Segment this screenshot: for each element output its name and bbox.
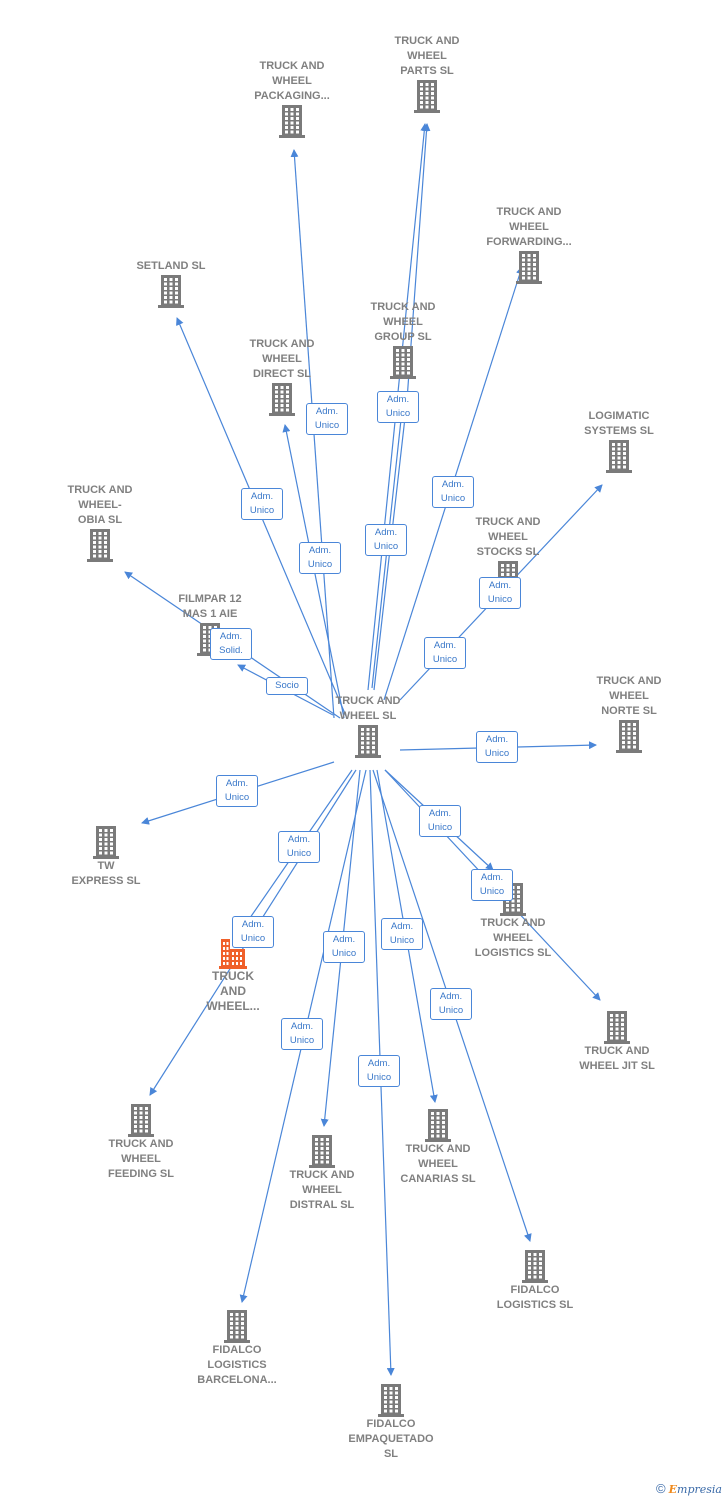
company-node-packaging[interactable]: TRUCK AND WHEEL PACKAGING...: [227, 59, 357, 138]
relation-label[interactable]: Adm. Unico: [278, 831, 320, 863]
company-node-setland[interactable]: SETLAND SL: [106, 259, 236, 308]
company-node-feeding[interactable]: TRUCK AND WHEEL FEEDING SL: [76, 1103, 206, 1182]
company-node-center[interactable]: TRUCK AND WHEEL SL: [303, 694, 433, 758]
company-label: TRUCK AND WHEEL DIRECT SL: [249, 338, 315, 380]
relation-label[interactable]: Adm. Unico: [241, 488, 283, 520]
company-label: FIDALCO EMPAQUETADO SL: [348, 1418, 434, 1460]
company-node-norte[interactable]: TRUCK AND WHEEL NORTE SL: [564, 674, 694, 753]
company-label: TRUCK AND WHEEL- OBIA SL: [67, 484, 133, 526]
relation-label[interactable]: Adm. Unico: [299, 542, 341, 574]
company-label: TRUCK AND WHEEL LOGISTICS SL: [474, 917, 552, 959]
relation-label[interactable]: Adm. Unico: [306, 403, 348, 435]
relation-label[interactable]: Adm. Solid.: [210, 628, 252, 660]
building-icon: [522, 1250, 548, 1283]
relation-label[interactable]: Adm. Unico: [358, 1055, 400, 1087]
building-icon: [355, 725, 381, 758]
relation-label[interactable]: Adm. Unico: [381, 918, 423, 950]
building-icon: [414, 80, 440, 113]
building-icon: [269, 383, 295, 416]
company-label: LOGIMATIC SYSTEMS SL: [584, 410, 654, 437]
company-node-tw-express[interactable]: TW EXPRESS SL: [41, 825, 171, 889]
building-icon: [516, 251, 542, 284]
company-label: TW EXPRESS SL: [71, 860, 141, 887]
company-label: TRUCK AND WHEEL DISTRAL SL: [289, 1169, 355, 1211]
building-icon: [309, 1135, 335, 1168]
company-node-fidalco-empaquetado[interactable]: FIDALCO EMPAQUETADO SL: [326, 1383, 456, 1462]
company-label: TRUCK AND WHEEL FORWARDING...: [486, 206, 572, 248]
company-label: FIDALCO LOGISTICS BARCELONA...: [197, 1344, 277, 1386]
relation-label[interactable]: Adm. Unico: [232, 916, 274, 948]
relation-label[interactable]: Adm. Unico: [476, 731, 518, 763]
company-label: SETLAND SL: [136, 260, 206, 272]
company-node-parts[interactable]: TRUCK AND WHEEL PARTS SL: [362, 34, 492, 113]
company-label: TRUCK AND WHEEL PARTS SL: [394, 35, 460, 77]
copyright-icon: ©: [655, 1481, 666, 1496]
company-label: TRUCK AND WHEEL NORTE SL: [596, 675, 662, 717]
company-node-direct[interactable]: TRUCK AND WHEEL DIRECT SL: [217, 337, 347, 416]
company-node-canarias[interactable]: TRUCK AND WHEEL CANARIAS SL: [373, 1108, 503, 1187]
relation-label[interactable]: Adm. Unico: [424, 637, 466, 669]
company-node-fidalco-barcelona[interactable]: FIDALCO LOGISTICS BARCELONA...: [172, 1309, 302, 1388]
company-node-logimatic[interactable]: LOGIMATIC SYSTEMS SL: [554, 409, 684, 473]
building-icon: [390, 346, 416, 379]
relation-label[interactable]: Adm. Unico: [281, 1018, 323, 1050]
company-label: TRUCK AND WHEEL SL: [335, 695, 401, 722]
building-icon: [158, 275, 184, 308]
company-label: TRUCK AND WHEEL...: [206, 969, 260, 1013]
building-icon: [425, 1109, 451, 1142]
building-icon: [378, 1384, 404, 1417]
building-icon: [616, 720, 642, 753]
company-label: FILMPAR 12 MAS 1 AIE: [178, 593, 242, 620]
building-icon: [604, 1011, 630, 1044]
building-icon: [224, 1310, 250, 1343]
company-node-forwarding[interactable]: TRUCK AND WHEEL FORWARDING...: [464, 205, 594, 284]
company-node-group[interactable]: TRUCK AND WHEEL GROUP SL: [338, 300, 468, 379]
relation-label[interactable]: Adm. Unico: [419, 805, 461, 837]
company-node-logistics[interactable]: TRUCK AND WHEEL LOGISTICS SL: [448, 882, 578, 961]
building-icon: [606, 440, 632, 473]
relation-label[interactable]: Adm. Unico: [323, 931, 365, 963]
building-icon: [279, 105, 305, 138]
company-node-distral[interactable]: TRUCK AND WHEEL DISTRAL SL: [257, 1134, 387, 1213]
relation-label[interactable]: Adm. Unico: [471, 869, 513, 901]
company-node-jit[interactable]: TRUCK AND WHEEL JIT SL: [552, 1010, 682, 1074]
company-label: FIDALCO LOGISTICS SL: [496, 1284, 574, 1311]
relation-label[interactable]: Adm. Unico: [430, 988, 472, 1020]
company-label: TRUCK AND WHEEL FEEDING SL: [107, 1138, 174, 1180]
copyright-footer: © Empresia: [656, 1481, 722, 1496]
company-node-fidalco-logistics[interactable]: FIDALCO LOGISTICS SL: [470, 1249, 600, 1313]
company-label: TRUCK AND WHEEL CANARIAS SL: [400, 1143, 476, 1185]
relation-label[interactable]: Socio: [266, 677, 308, 695]
relation-label[interactable]: Adm. Unico: [365, 524, 407, 556]
building-icon: [128, 1104, 154, 1137]
building-icon: [219, 939, 247, 969]
relation-label[interactable]: Adm. Unico: [377, 391, 419, 423]
relation-label[interactable]: Adm. Unico: [432, 476, 474, 508]
brand-logo[interactable]: Empresia: [668, 1483, 722, 1496]
relation-label[interactable]: Adm. Unico: [216, 775, 258, 807]
company-node-stocks[interactable]: TRUCK AND WHEEL STOCKS SL: [443, 515, 573, 594]
company-node-focus[interactable]: TRUCK AND WHEEL...: [168, 935, 298, 1014]
company-node-obia[interactable]: TRUCK AND WHEEL- OBIA SL: [35, 483, 165, 562]
building-icon: [87, 529, 113, 562]
company-label: TRUCK AND WHEEL GROUP SL: [370, 301, 436, 343]
building-icon: [93, 826, 119, 859]
company-label: TRUCK AND WHEEL STOCKS SL: [475, 516, 541, 558]
company-label: TRUCK AND WHEEL JIT SL: [579, 1045, 655, 1072]
company-label: TRUCK AND WHEEL PACKAGING...: [254, 60, 330, 102]
relation-label[interactable]: Adm. Unico: [479, 577, 521, 609]
